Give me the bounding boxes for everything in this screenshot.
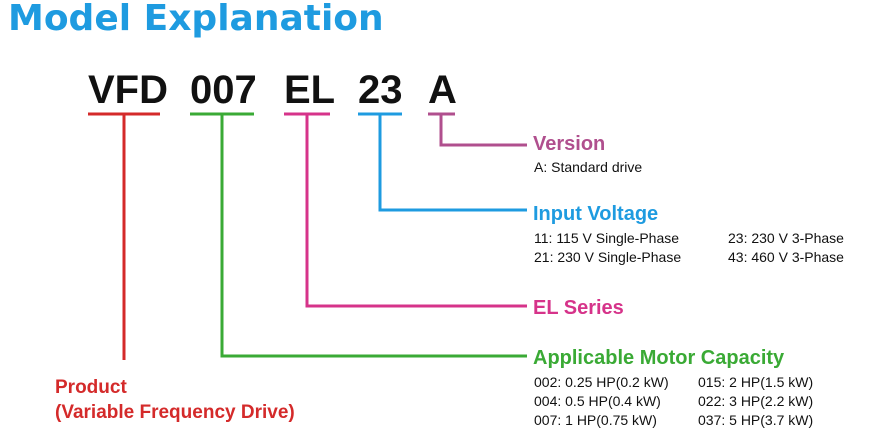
code-voltage: 23: [358, 68, 403, 112]
capacity-item: 002: 0.25 HP(0.2 kW): [534, 374, 669, 390]
capacity-item: 015: 2 HP(1.5 kW): [698, 374, 814, 390]
connector-version: [439, 114, 527, 147]
series-heading: EL Series: [533, 297, 624, 319]
connector-series: [305, 114, 527, 308]
capacity-item: 037: 5 HP(3.7 kW): [698, 412, 814, 428]
voltage-item: 11: 115 V Single-Phase: [534, 230, 680, 246]
voltage-item: 23: 230 V 3-Phase: [728, 230, 844, 246]
page-title: Model Explanation: [8, 0, 384, 39]
version-heading: Version: [533, 133, 606, 155]
motor-capacity-heading: Applicable Motor Capacity: [533, 347, 785, 369]
product-description: (Variable Frequency Drive): [55, 402, 295, 423]
capacity-item: 004: 0.5 HP(0.4 kW): [534, 393, 661, 409]
version-item: A: Standard drive: [534, 159, 643, 175]
capacity-item: 007: 1 HP(0.75 kW): [534, 412, 657, 428]
voltage-item: 43: 460 V 3-Phase: [728, 249, 844, 265]
voltage-item: 21: 230 V Single-Phase: [534, 249, 682, 265]
product-label: Product: [55, 377, 127, 398]
capacity-item: 022: 3 HP(2.2 kW): [698, 393, 814, 409]
connector-capacity: [220, 114, 527, 358]
code-version: A: [428, 68, 457, 112]
input-voltage-heading: Input Voltage: [533, 203, 659, 225]
connector-voltage: [378, 114, 527, 212]
code-capacity: 007: [190, 68, 257, 112]
code-series: EL: [284, 68, 336, 112]
code-vfd: VFD: [88, 68, 168, 112]
